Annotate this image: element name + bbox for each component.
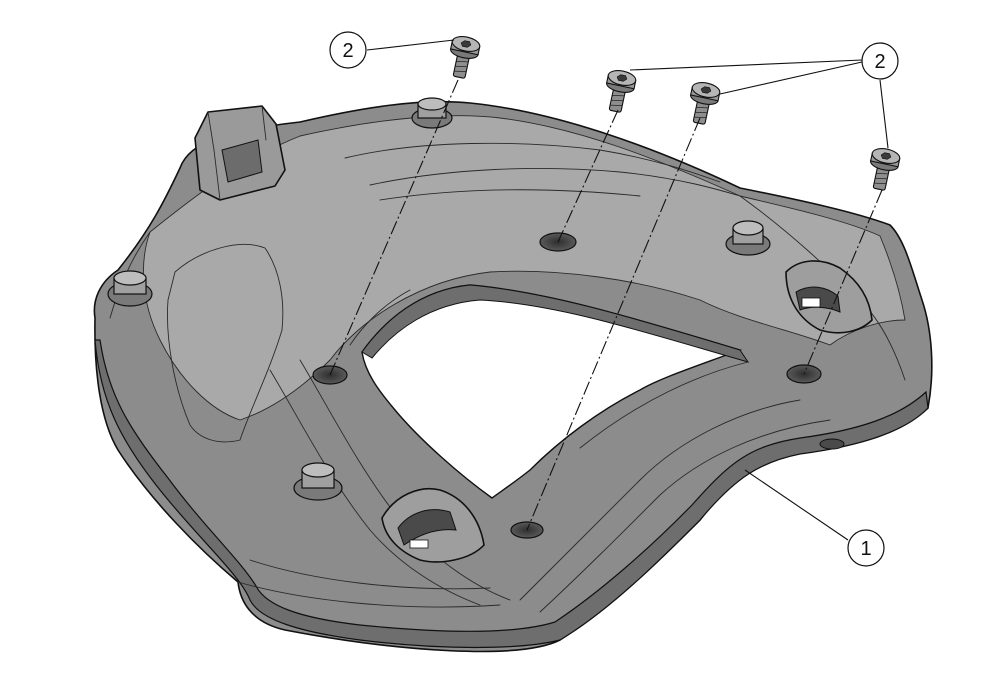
screw-axis-4 xyxy=(803,189,883,375)
bottom-foot xyxy=(819,438,845,450)
stud-rear xyxy=(411,97,453,129)
callout-screws-left: 2 xyxy=(329,31,455,69)
plate-top-surface xyxy=(143,115,906,421)
stud-right xyxy=(725,220,771,256)
rear-tab xyxy=(194,105,286,201)
screw-axis-1 xyxy=(329,79,459,376)
front-rib-right xyxy=(519,399,801,601)
right-lock-slot xyxy=(785,260,873,334)
leader-screws-left xyxy=(366,39,455,51)
front-rib-left-2 xyxy=(269,369,481,606)
callout-circle xyxy=(861,42,899,80)
screw xyxy=(605,70,637,113)
callout-label: 1 xyxy=(860,538,871,560)
rear-rib xyxy=(344,142,721,183)
leader-plate xyxy=(744,469,849,541)
screw-axis-2 xyxy=(557,109,619,243)
callout-circle xyxy=(847,529,885,567)
rear-rib-step xyxy=(379,189,641,201)
screw xyxy=(869,148,901,191)
front-lip-2 xyxy=(249,559,491,590)
leader-screws-right-b xyxy=(719,61,863,95)
screw xyxy=(689,82,721,125)
callout-plate: 1 xyxy=(744,469,885,567)
front-lock-slot xyxy=(381,488,485,563)
stud-front xyxy=(293,462,343,501)
rear-rib-lower xyxy=(369,168,741,197)
left-raised-pad xyxy=(167,244,284,443)
screw-axis-3 xyxy=(526,117,701,531)
screw xyxy=(449,36,481,79)
callout-circle xyxy=(329,31,367,69)
plate-skirt xyxy=(94,339,929,649)
callout-screws-right: 2 xyxy=(629,42,899,149)
callout-label: 2 xyxy=(874,51,885,73)
stud-left xyxy=(107,270,153,307)
front-lip xyxy=(237,581,501,608)
callout-label: 2 xyxy=(342,40,353,62)
screws xyxy=(449,36,901,191)
leader-screws-right-a xyxy=(629,59,863,71)
front-rib-right-2 xyxy=(539,419,831,613)
mounting-plate xyxy=(93,97,933,653)
window-edge-left xyxy=(349,289,411,346)
window-edge-right xyxy=(579,361,749,449)
leader-screws-right-c xyxy=(879,79,889,149)
screw-axes xyxy=(329,79,883,531)
